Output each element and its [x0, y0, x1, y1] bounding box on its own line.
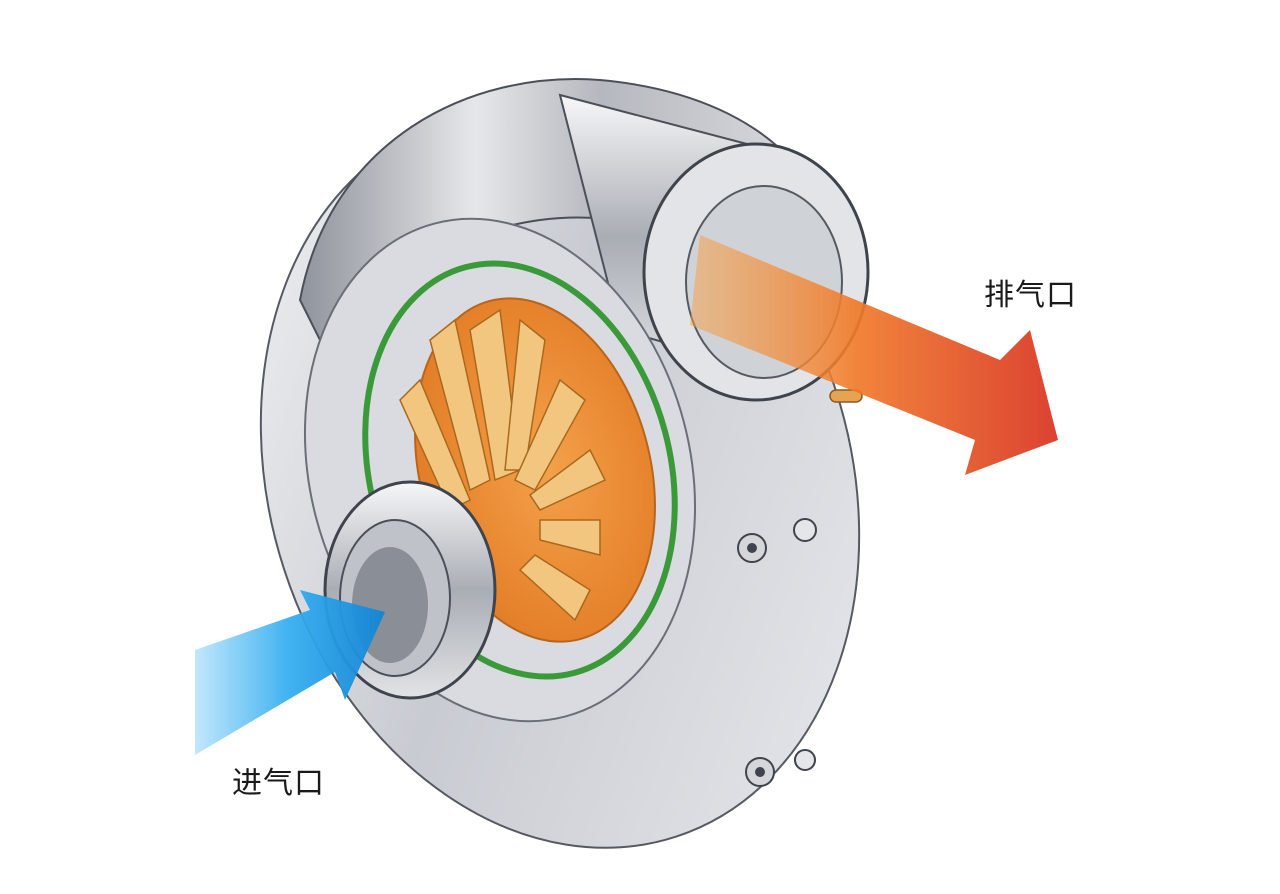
inlet-label: 进气口 — [232, 766, 325, 801]
impeller-blade — [429, 318, 491, 492]
bolt — [755, 767, 765, 777]
impeller-blade — [528, 448, 607, 511]
impeller-blade — [539, 519, 601, 556]
impeller-blade — [514, 378, 586, 491]
inlet-arrow-icon — [195, 590, 385, 755]
oil-tube — [829, 389, 863, 403]
outlet-arrow-icon — [690, 235, 1058, 475]
outlet-label: 排气口 — [984, 278, 1077, 313]
bolt — [747, 543, 757, 553]
impeller-blade — [399, 378, 471, 512]
impeller-blade — [518, 554, 591, 622]
bolt — [793, 518, 817, 542]
bolt — [794, 749, 816, 771]
impeller-blades — [399, 308, 607, 622]
